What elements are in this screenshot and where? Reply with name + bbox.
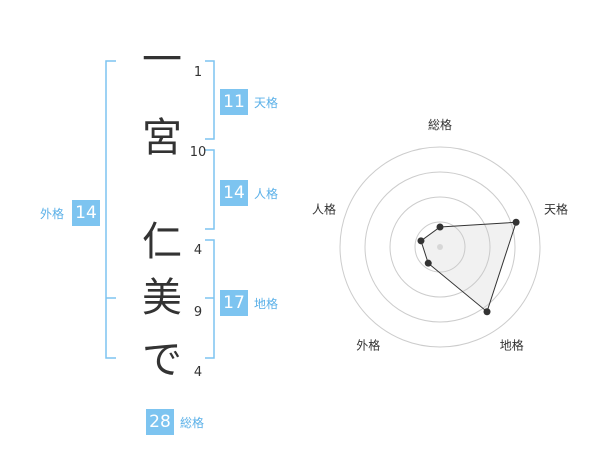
radar-point-3: [483, 308, 491, 316]
tenkaku-label: 天格: [254, 96, 279, 110]
chikaku-value: 17: [220, 290, 248, 316]
radar-axis-label-5: 人格: [312, 201, 336, 216]
name-char-4: 美: [142, 275, 182, 321]
radar-center-dot: [437, 244, 443, 250]
jinkaku-value: 14: [220, 180, 248, 206]
jinkaku-label: 人格: [254, 187, 279, 201]
soukaku-value: 28: [146, 409, 174, 435]
radar-ring-1: [414, 221, 466, 273]
jinkaku-bracket: [205, 149, 215, 230]
stroke-count-4: 9: [193, 305, 203, 320]
radar-ring-4: [339, 146, 541, 348]
stroke-count-1: 1: [193, 65, 203, 80]
name-char-1: 一: [142, 37, 182, 83]
tenkaku-bracket: [205, 60, 215, 140]
soukaku-label: 総格: [180, 416, 205, 430]
tenkaku-value: 11: [220, 89, 248, 115]
radar-ring-2: [389, 196, 491, 298]
chikaku-bracket: [205, 239, 215, 359]
gaikaku-value: 14: [72, 200, 100, 226]
gaikaku-bracket: [105, 60, 116, 359]
chikaku-label: 地格: [254, 297, 279, 311]
stroke-count-2: 10: [189, 145, 207, 160]
name-char-2: 宮: [142, 115, 182, 161]
radar-axis-label-4: 外格: [356, 338, 380, 353]
radar-point-1: [436, 223, 444, 231]
radar-point-5: [417, 237, 425, 245]
radar-ring-3: [364, 171, 516, 323]
gaikaku-label: 外格: [40, 207, 65, 221]
name-char-3: 仁: [142, 219, 182, 265]
radar-axis-label-1: 総格: [428, 117, 452, 132]
stroke-count-5: 4: [193, 365, 203, 380]
radar-point-2: [512, 218, 520, 226]
radar-point-4: [424, 259, 432, 267]
radar-axis-label-2: 天格: [544, 201, 568, 216]
radar-axis-label-3: 地格: [500, 338, 524, 353]
stroke-count-3: 4: [193, 243, 203, 258]
name-char-5: で: [142, 337, 182, 383]
radar-value-polygon: [420, 221, 517, 313]
